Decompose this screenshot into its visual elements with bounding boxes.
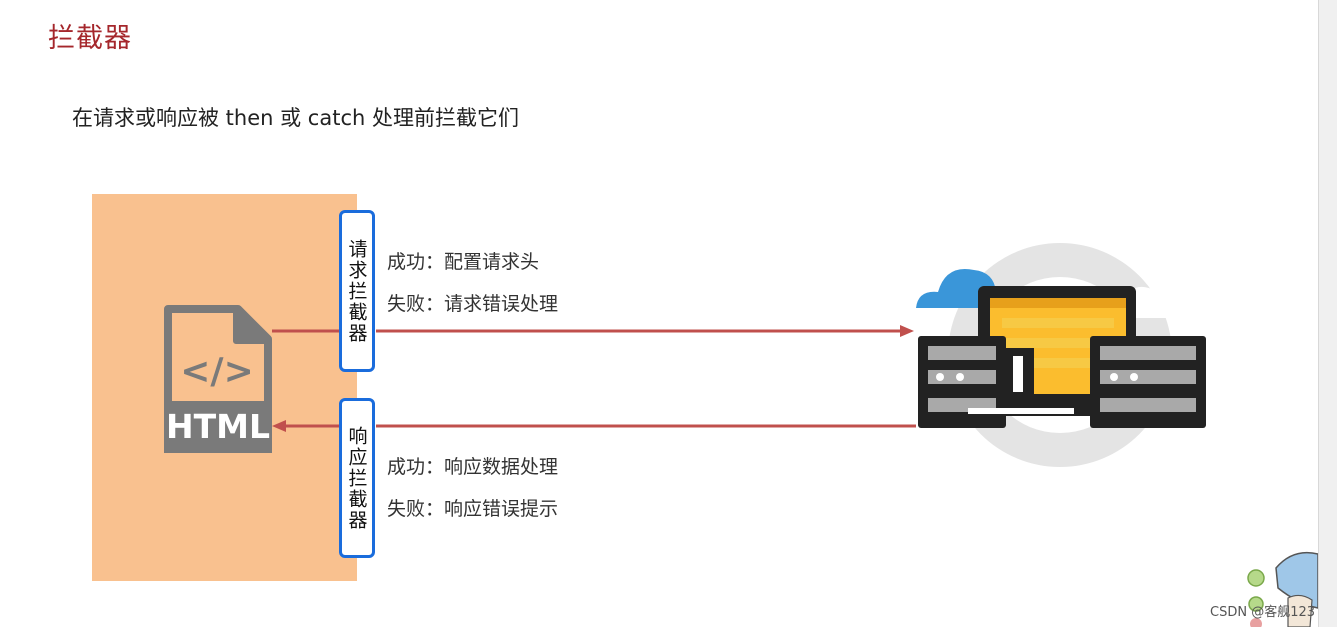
response-success-note: 成功：响应数据处理 (387, 452, 558, 479)
html-icon-code: </> (180, 351, 253, 392)
response-interceptor-box: 响应拦截器 (339, 398, 375, 558)
csdn-watermark: CSDN @客舰123 (1210, 601, 1315, 620)
request-interceptor-label: 请求拦截器 (344, 239, 371, 344)
request-failure-note: 失败：请求错误处理 (387, 289, 558, 316)
response-interceptor-label: 响应拦截器 (344, 426, 371, 531)
request-interceptor-box: 请求拦截器 (339, 210, 375, 372)
request-success-note: 成功：配置请求头 (387, 247, 539, 274)
page-title: 拦截器 (48, 16, 132, 55)
html-file-icon: </> HTML (164, 305, 272, 453)
vertical-scrollbar[interactable] (1318, 0, 1337, 627)
response-failure-note: 失败：响应错误提示 (387, 494, 558, 521)
html-icon-label: HTML (166, 407, 270, 446)
page-subtitle: 在请求或响应被 then 或 catch 处理前拦截它们 (72, 102, 519, 132)
server-illustration (910, 240, 1215, 470)
